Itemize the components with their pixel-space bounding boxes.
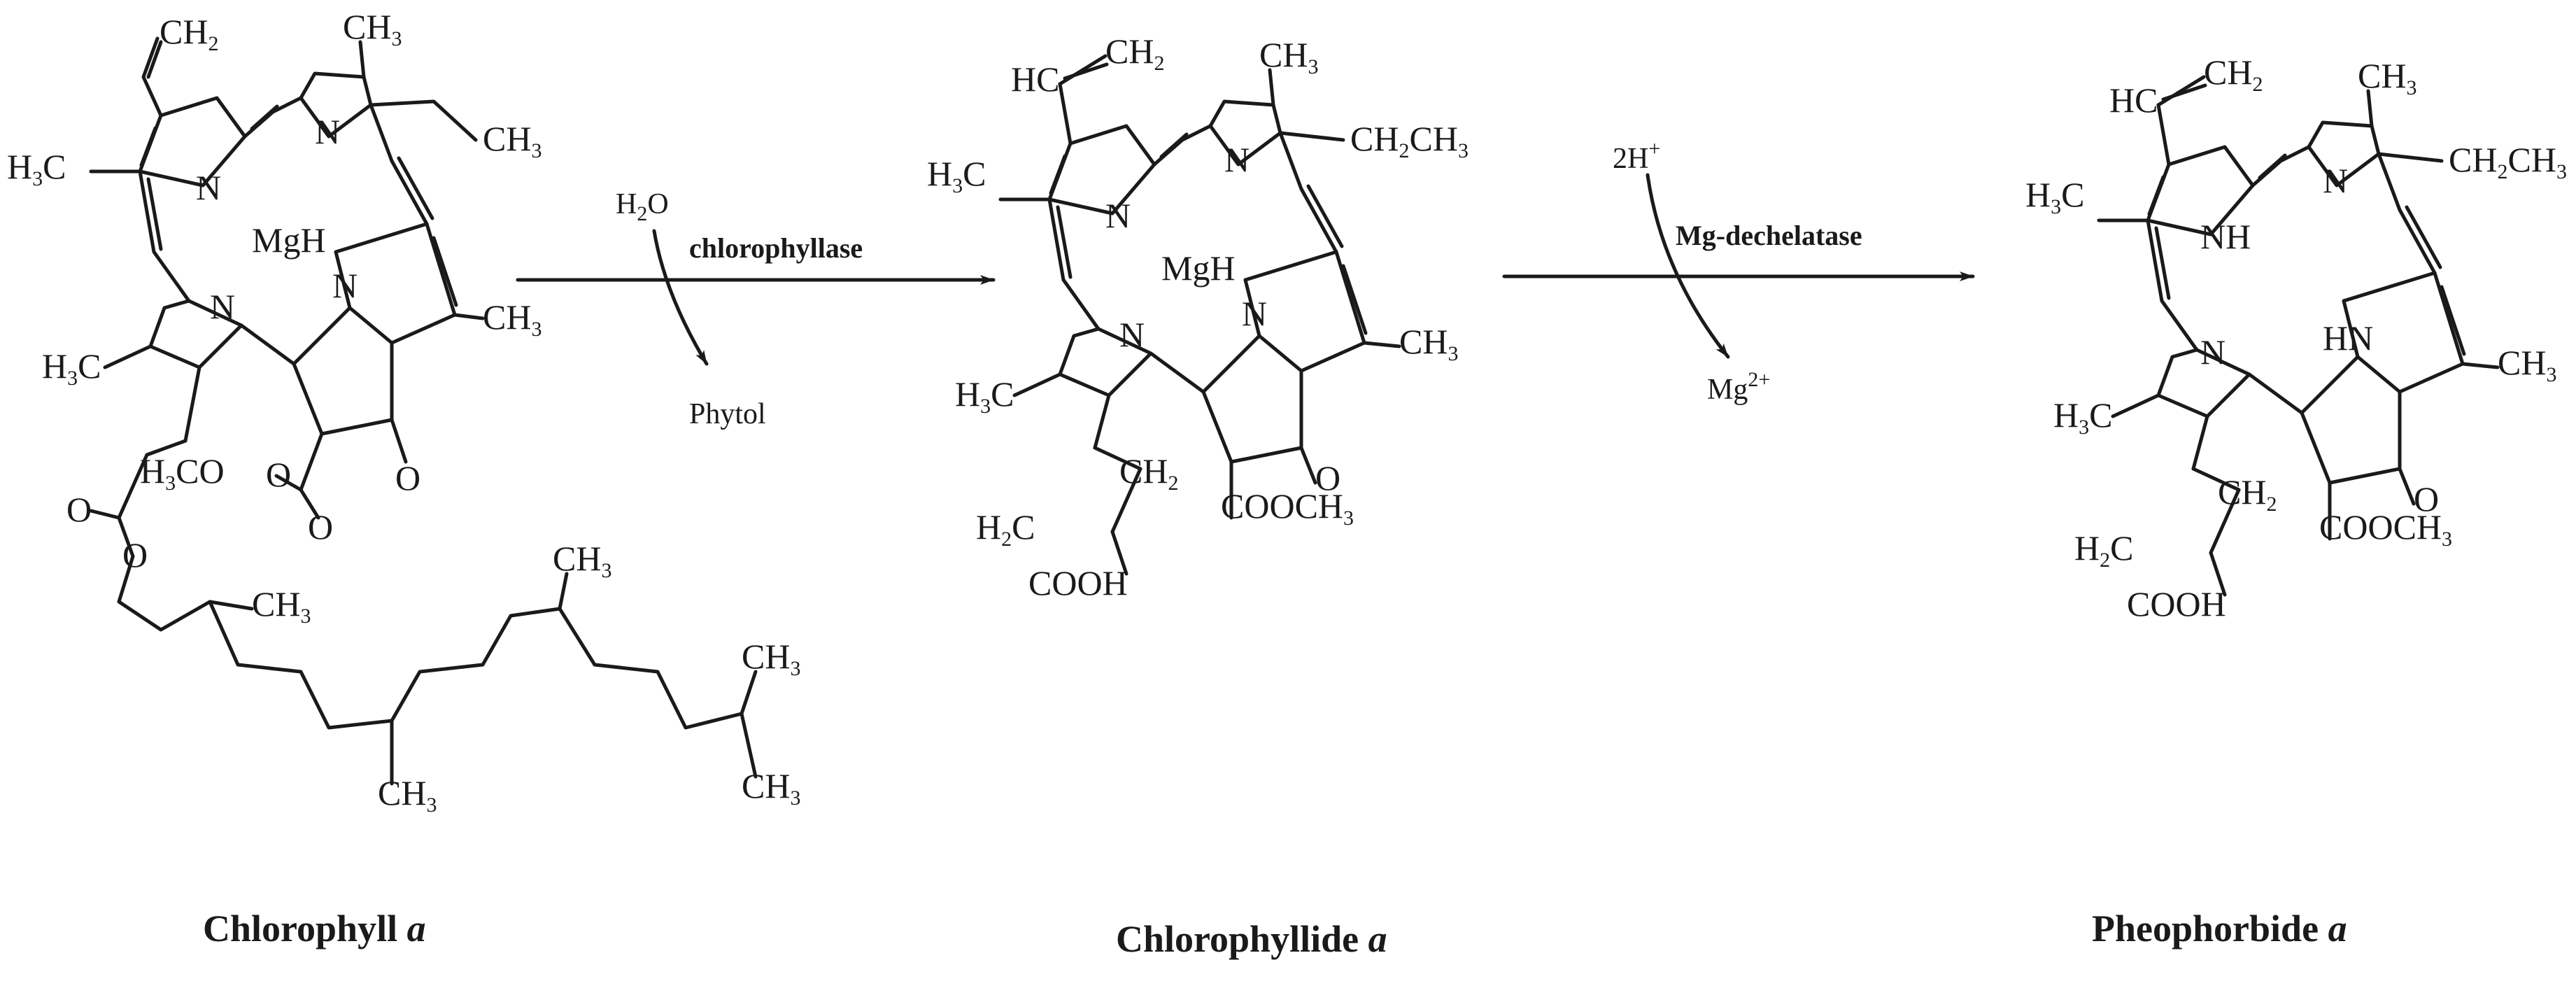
phytyl-me1-label: CH3 xyxy=(252,584,311,628)
molecule-name-1: Chlorophyll a xyxy=(203,908,426,950)
ch2a-label: CH2 xyxy=(2218,472,2277,516)
phytyl-me3-label: CH3 xyxy=(553,539,611,582)
vinyl-label: CH2 xyxy=(2204,52,2263,96)
left-me-label: H3C xyxy=(7,147,66,190)
right-me-label: CH3 xyxy=(1399,322,1458,365)
n-label-4: N xyxy=(210,287,235,326)
ethyl-label: CH2CH3 xyxy=(2449,140,2567,183)
me-top-label: CH3 xyxy=(343,7,402,50)
keto-o-label: O xyxy=(1315,458,1340,497)
n-label-4: N xyxy=(1119,315,1145,354)
ch2b-label: H2C xyxy=(2074,528,2133,572)
me-top-label: CH3 xyxy=(1259,35,1318,78)
side-arrow-2 xyxy=(1646,173,1730,359)
left-me-label: H3C xyxy=(927,154,986,197)
n-label-2: N xyxy=(1224,140,1250,179)
me-top-label: CH3 xyxy=(2358,56,2416,99)
acid-o1-label: O xyxy=(66,490,92,529)
right-me-label: CH3 xyxy=(2498,343,2556,386)
right-me-label: CH3 xyxy=(483,297,542,341)
chlorophyllide-a-structure xyxy=(998,54,1401,576)
n-label-3: N xyxy=(2200,332,2225,372)
enzyme-label-1: chlorophyllase xyxy=(689,232,863,264)
reagent-in-1: H2O xyxy=(616,188,669,225)
molecule-name-2: Chlorophyllide a xyxy=(1116,918,1387,960)
ester-o2-label: O xyxy=(308,507,333,546)
cooh-label: COOH xyxy=(1028,563,1128,602)
metal-label: MgH xyxy=(1161,248,1236,288)
enzyme-label-2: Mg-dechelatase xyxy=(1676,220,1862,251)
vinyl-hc-label: HC xyxy=(1011,59,1059,99)
phytyl-me2-label: CH3 xyxy=(378,773,437,817)
vinyl-label: CH2 xyxy=(160,12,218,55)
ethyl-end-label: CH3 xyxy=(483,119,542,162)
acid-o2-label: O xyxy=(122,535,148,574)
metal-label: MgH xyxy=(252,220,326,260)
ring-d xyxy=(148,299,243,369)
reaction-step-2: 2H+ Mg-dechelatase Mg2+ xyxy=(1502,137,1975,406)
h3c-low-label: H3C xyxy=(955,374,1014,418)
product-out-1: Phytol xyxy=(689,398,766,430)
ester-o1-label: O xyxy=(266,455,291,494)
vinyl-label: CH2 xyxy=(1105,31,1164,75)
ester-me-label: H3CO xyxy=(140,451,225,495)
ch2b-label: H2C xyxy=(976,507,1035,551)
reagent-in-2: 2H+ xyxy=(1613,137,1660,175)
phytyl-me4-label: CH3 xyxy=(742,637,800,680)
pheophorbide-a-labels: HC CH2 CH3 CH2CH3 H3C NH N N HN CH3 H3C … xyxy=(2025,52,2567,623)
n-label-2: N xyxy=(315,112,340,151)
ester-label: COOCH3 xyxy=(2319,507,2452,551)
n-label-3: N xyxy=(1242,294,1267,333)
n-label-2: N xyxy=(2323,161,2348,200)
product-out-2: Mg2+ xyxy=(1707,368,1770,406)
ring-c xyxy=(334,222,457,345)
keto-o-label: O xyxy=(2414,479,2439,518)
phytyl-me5-label: CH3 xyxy=(742,766,800,810)
ester-label: COOCH3 xyxy=(1221,486,1354,530)
vinyl-hc-label: HC xyxy=(2109,80,2158,120)
molecule-name-3: Pheophorbide a xyxy=(2092,908,2347,950)
keto-o-label: O xyxy=(395,458,420,497)
h3c-low-label: H3C xyxy=(42,346,101,390)
side-arrow-1 xyxy=(652,229,709,366)
nh-label-1: NH xyxy=(2200,217,2251,256)
ethyl-label: CH2CH3 xyxy=(1350,119,1469,162)
chlorophyllide-a-labels: HC CH2 CH3 CH2CH3 H3C N N N N MgH CH3 H3… xyxy=(927,31,1469,602)
left-me-label: H3C xyxy=(2025,175,2084,218)
chlorophyll-a-structure xyxy=(89,36,758,786)
pheophorbide-a-structure xyxy=(2097,75,2500,597)
cooh-label: COOH xyxy=(2127,584,2226,623)
hn-label-4: HN xyxy=(2323,318,2373,358)
ch2a-label: CH2 xyxy=(1119,451,1178,495)
ring-b xyxy=(299,71,373,139)
h3c-low-label: H3C xyxy=(2053,395,2112,439)
n-label-1: N xyxy=(196,168,221,207)
n-label-3: N xyxy=(332,266,358,305)
ring-a xyxy=(138,96,247,188)
n-label-1: N xyxy=(1105,196,1131,235)
chlorophyll-a-labels: CH2 CH3 CH3 H3C N N N N MgH CH3 H3C H3CO… xyxy=(7,7,800,817)
reaction-step-1: H2O chlorophyllase Phytol xyxy=(516,188,996,430)
